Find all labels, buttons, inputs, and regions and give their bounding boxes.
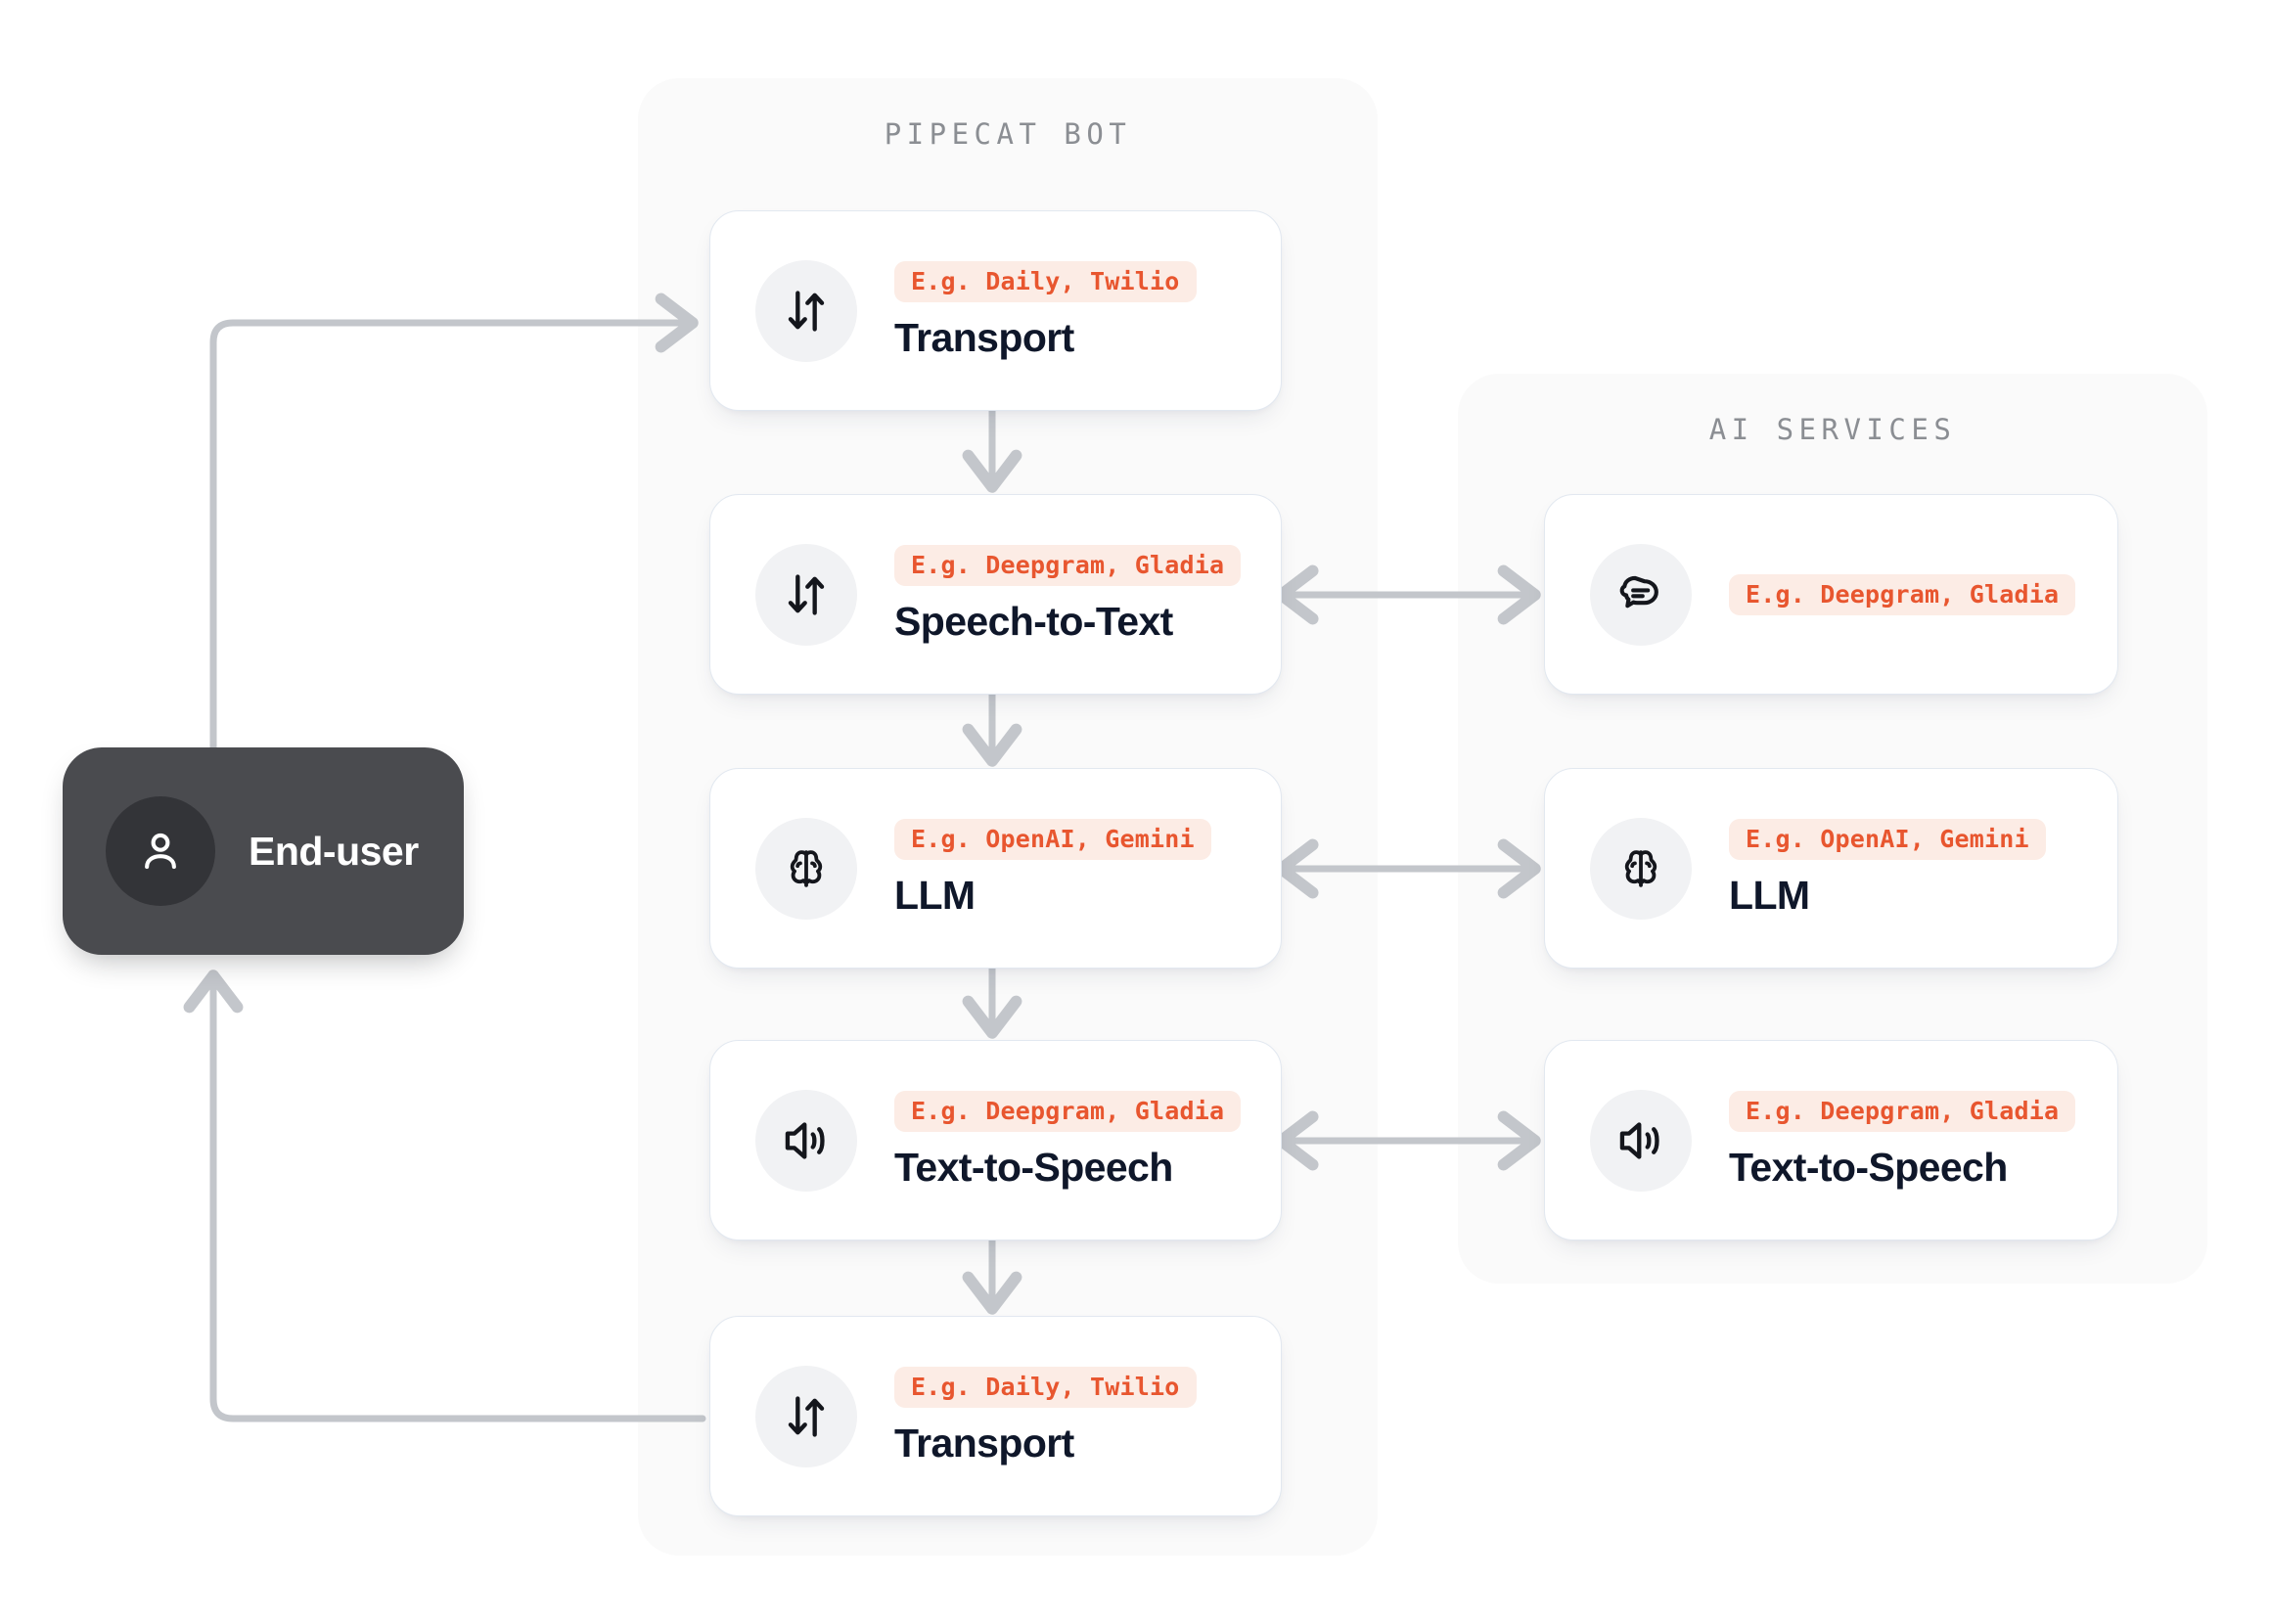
- example-badge: E.g. Daily, Twilio: [894, 260, 1197, 302]
- panel-pipecat-bot-title: PIPECAT BOT: [884, 117, 1132, 151]
- node-text-to-speech[interactable]: E.g. Deepgram, Gladia Text-to-Speech: [709, 1040, 1282, 1241]
- example-badge: E.g. Deepgram, Gladia: [1729, 1090, 2076, 1132]
- node-icon-wrap: [755, 817, 857, 920]
- node-text: E.g. Daily, Twilio Transport: [894, 260, 1197, 361]
- node-title: Transport: [894, 1420, 1074, 1466]
- node-text: E.g. Daily, Twilio Transport: [894, 1366, 1197, 1466]
- end-user-node[interactable]: End-user: [63, 747, 464, 955]
- node-service-llm[interactable]: E.g. OpenAI, Gemini LLM: [1544, 768, 2118, 969]
- wire-transport-out-to-user: [183, 970, 706, 1422]
- example-badge: E.g. Deepgram, Gladia: [894, 1090, 1242, 1132]
- node-icon-wrap: [1590, 543, 1692, 646]
- wire-user-to-transport-in: [209, 293, 699, 757]
- person-icon: [145, 833, 176, 870]
- example-badge: E.g. Deepgram, Gladia: [894, 544, 1242, 586]
- node-text: E.g. Deepgram, Gladia Text-to-Speech: [1729, 1090, 2076, 1191]
- node-llm[interactable]: E.g. OpenAI, Gemini LLM: [709, 768, 1282, 969]
- speaker-icon: [785, 1121, 825, 1159]
- end-user-label: End-user: [249, 828, 419, 874]
- node-title: Speech-to-Text: [894, 598, 1173, 644]
- node-service-text-to-speech[interactable]: E.g. Deepgram, Gladia Text-to-Speech: [1544, 1040, 2118, 1241]
- panel-ai-services-title: AI SERVICES: [1708, 413, 1957, 446]
- example-badge: E.g. Deepgram, Gladia: [1729, 573, 2076, 615]
- brain-icon: [1624, 849, 1657, 887]
- node-title: Transport: [894, 314, 1074, 360]
- node-icon-wrap: [755, 543, 857, 646]
- example-badge: E.g. OpenAI, Gemini: [894, 818, 1211, 860]
- avatar: [106, 796, 215, 906]
- brain-icon: [790, 849, 823, 887]
- transfer-arrows-icon: [788, 290, 825, 332]
- node-title: Text-to-Speech: [1729, 1144, 2008, 1190]
- node-text: E.g. OpenAI, Gemini LLM: [1729, 818, 2046, 919]
- node-title: Text-to-Speech: [894, 1144, 1173, 1190]
- node-title: LLM: [894, 872, 976, 918]
- node-icon-wrap: [755, 1089, 857, 1192]
- node-text: E.g. Deepgram, Gladia: [1729, 573, 2076, 615]
- chat-bubble-icon: [1619, 575, 1658, 608]
- node-icon-wrap: [755, 259, 857, 362]
- example-badge: E.g. OpenAI, Gemini: [1729, 818, 2046, 860]
- node-service-speech-to-text[interactable]: E.g. Deepgram, Gladia: [1544, 494, 2118, 695]
- node-title: LLM: [1729, 872, 1810, 918]
- transfer-arrows-icon: [788, 573, 825, 615]
- node-icon-wrap: [755, 1365, 857, 1467]
- node-icon-wrap: [1590, 1089, 1692, 1192]
- node-speech-to-text[interactable]: E.g. Deepgram, Gladia Speech-to-Text: [709, 494, 1282, 695]
- node-text: E.g. Deepgram, Gladia Speech-to-Text: [894, 544, 1242, 645]
- node-icon-wrap: [1590, 817, 1692, 920]
- example-badge: E.g. Daily, Twilio: [894, 1366, 1197, 1408]
- transfer-arrows-icon: [788, 1395, 825, 1437]
- node-transport-inbound[interactable]: E.g. Daily, Twilio Transport: [709, 210, 1282, 411]
- speaker-icon: [1619, 1121, 1659, 1159]
- node-transport-outbound[interactable]: E.g. Daily, Twilio Transport: [709, 1316, 1282, 1516]
- node-text: E.g. OpenAI, Gemini LLM: [894, 818, 1211, 919]
- node-text: E.g. Deepgram, Gladia Text-to-Speech: [894, 1090, 1242, 1191]
